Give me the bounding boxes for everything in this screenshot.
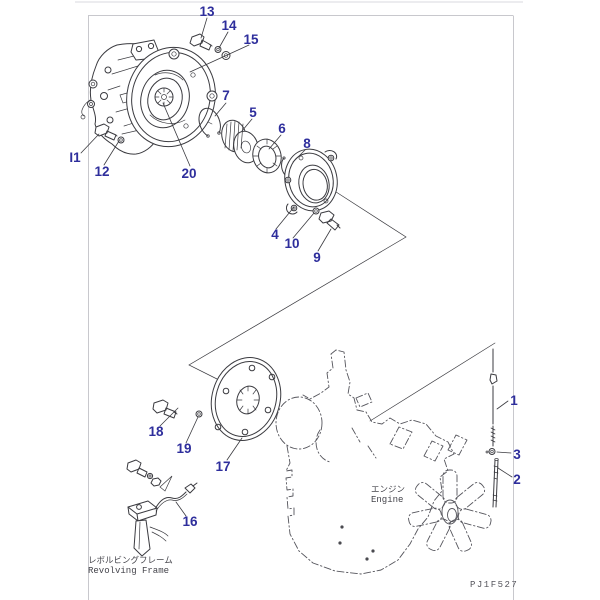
callout-numbers: 13 14 15 7 5 6 8 I1 12 20 4 10 9 18 19 1…: [69, 4, 521, 529]
cover-opening: [140, 69, 190, 129]
assembly-direction-lines: [166, 100, 496, 422]
cooling-fan: [408, 469, 492, 552]
callout-10: 10: [284, 236, 299, 251]
callout-18: 18: [148, 424, 164, 439]
dipstick-tube-2: [492, 458, 499, 508]
callout-13: 13: [199, 4, 215, 19]
engine-outline: [275, 349, 468, 575]
callout-15: 15: [243, 32, 259, 47]
revolving-frame-label-jp: レボルビングフレーム: [88, 555, 173, 566]
engine-label-en: Engine: [371, 495, 403, 505]
coupling-5: [221, 119, 259, 164]
callout-1: 1: [510, 393, 518, 408]
bolt-11: [94, 123, 118, 141]
callout-17: 17: [215, 459, 230, 474]
dipstick-1: [489, 348, 498, 447]
callout-19: 19: [176, 441, 191, 456]
hydraulic-pump-assembly: [80, 39, 218, 155]
callout-6: 6: [278, 121, 286, 136]
callout-5: 5: [249, 105, 257, 120]
callout-leader-lines: [80, 17, 513, 517]
callout-7: 7: [222, 88, 230, 103]
washer-12: [117, 136, 125, 144]
callout-12: 12: [94, 164, 109, 179]
callout-20: 20: [181, 166, 196, 181]
grommet-3: [485, 448, 496, 455]
snap-ring-7: [198, 107, 221, 138]
callout-2: 2: [513, 472, 521, 487]
callout-9: 9: [313, 250, 321, 265]
callout-16: 16: [182, 514, 198, 529]
page-frame: [75, 1, 523, 600]
engine-label-jp: エンジン: [371, 485, 405, 495]
insert-6: [252, 138, 282, 174]
flange-17: [210, 357, 282, 441]
washer-10: [312, 207, 320, 215]
revolving-frame-label-en: Revolving Frame: [88, 566, 169, 576]
bolt-9: [318, 210, 341, 231]
bracket-16-group: [126, 459, 198, 557]
flange-spline-hole: [236, 385, 260, 415]
washer-14: [214, 46, 222, 53]
coupling-case-4: [284, 148, 338, 215]
bolt-13: [189, 33, 213, 51]
washer-19: [195, 410, 203, 418]
callout-14: 14: [221, 18, 237, 33]
callout-3: 3: [513, 447, 521, 462]
drawing-code: PJ1F527: [470, 580, 518, 590]
pump-shaft-spline: [154, 87, 174, 107]
callout-11: I1: [69, 150, 81, 165]
callout-4: 4: [271, 227, 279, 242]
bolt-18: [152, 399, 178, 419]
callout-8: 8: [303, 136, 311, 151]
